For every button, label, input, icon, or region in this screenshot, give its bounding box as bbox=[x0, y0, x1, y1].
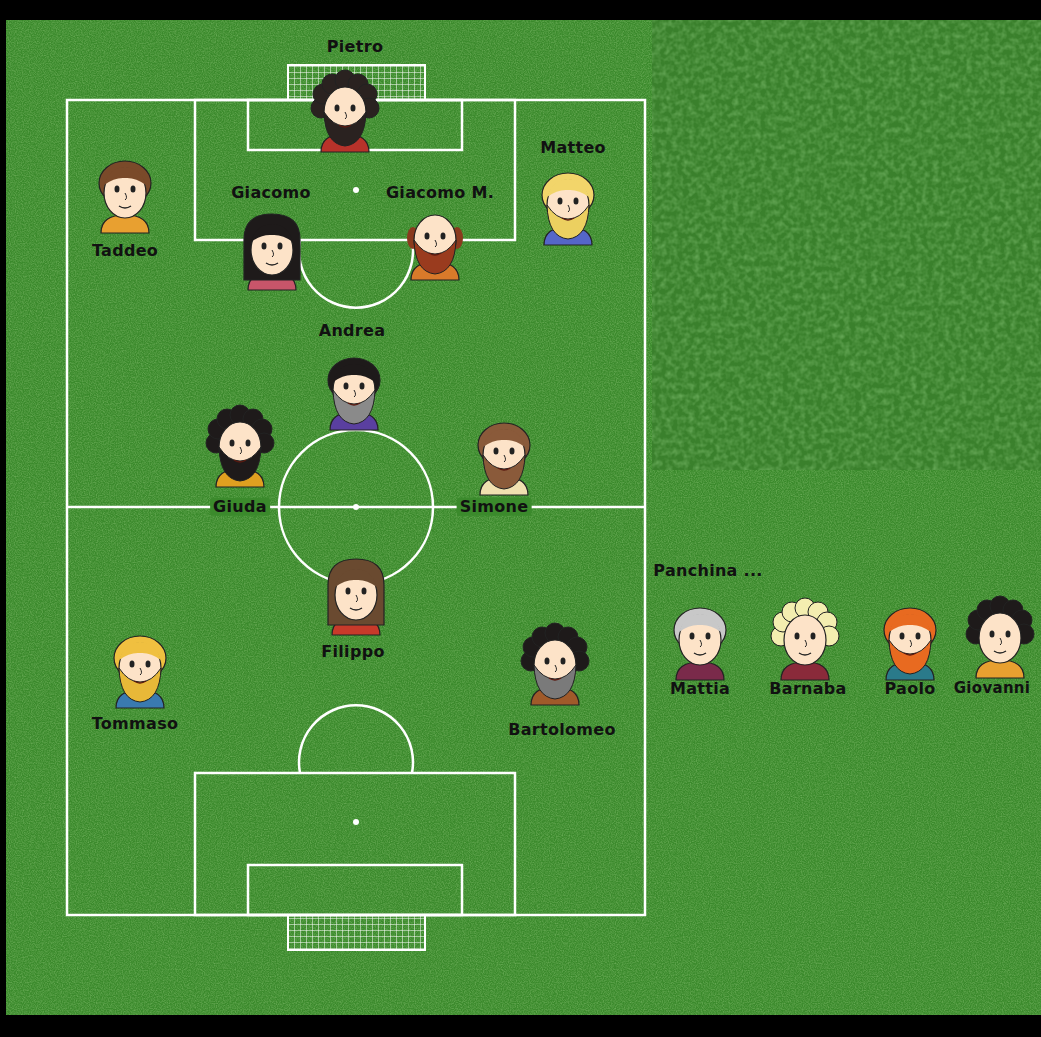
apostle-face bbox=[114, 636, 166, 708]
apostle-face bbox=[99, 161, 151, 233]
player-name: Taddeo bbox=[89, 242, 161, 260]
player-name: Mattia bbox=[667, 680, 733, 698]
player-name: Giovanni bbox=[951, 680, 1034, 697]
player-name: Giacomo M. bbox=[383, 184, 497, 202]
apostle-face bbox=[542, 173, 594, 245]
player-name: Paolo bbox=[881, 680, 938, 698]
apostle-face bbox=[478, 423, 530, 495]
player-name: Pietro bbox=[324, 38, 386, 56]
player-name: Andrea bbox=[316, 322, 389, 340]
player-name: Giacomo bbox=[228, 184, 314, 202]
player-name: Filippo bbox=[318, 643, 387, 661]
apostle-face bbox=[966, 596, 1034, 678]
apostle-face bbox=[328, 358, 380, 430]
apostle-face bbox=[244, 214, 300, 290]
apostle-face bbox=[771, 598, 839, 680]
bench-heading: Panchina ... bbox=[650, 562, 765, 580]
player-name: Matteo bbox=[537, 139, 609, 157]
player-name: Bartolomeo bbox=[505, 721, 619, 739]
pitch-spots bbox=[353, 187, 359, 825]
apostle-face bbox=[521, 623, 589, 705]
player-name: Tommaso bbox=[89, 715, 182, 733]
apostle-face bbox=[674, 608, 726, 680]
apostle-face bbox=[884, 608, 936, 680]
apostle-face bbox=[206, 405, 274, 487]
apostle-face bbox=[407, 215, 463, 280]
player-name: Giuda bbox=[210, 498, 270, 516]
pitch-lines bbox=[67, 100, 645, 915]
player-name: Simone bbox=[457, 498, 532, 516]
player-name: Barnaba bbox=[766, 680, 849, 698]
apostle-face bbox=[328, 559, 384, 635]
apostle-face bbox=[311, 70, 379, 152]
